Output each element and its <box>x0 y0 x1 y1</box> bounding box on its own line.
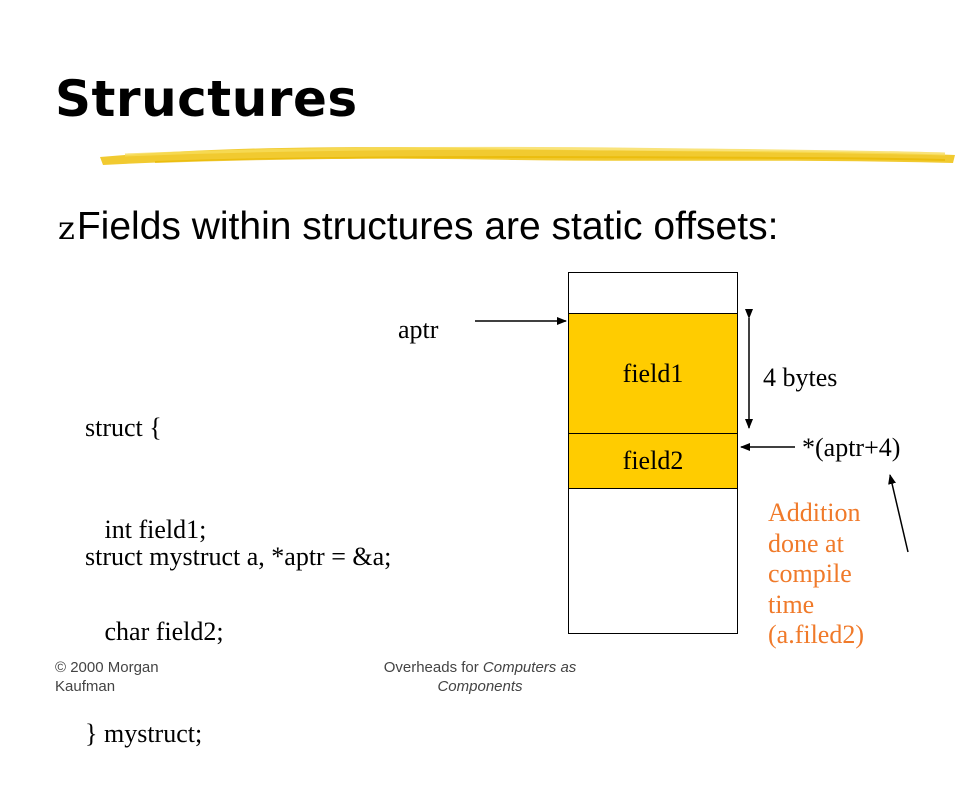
aptr-label: aptr <box>398 315 439 344</box>
footer-prefix: Overheads for <box>383 659 483 676</box>
footer-book-title-2: Components <box>437 678 523 695</box>
footer-source: Overheads for Computers as Components <box>350 658 610 696</box>
field1-cell: field1 <box>568 313 738 435</box>
field2-label: field2 <box>622 446 684 475</box>
declaration-code: struct mystruct a, *aptr = &a; <box>85 542 392 571</box>
code-line: int field1; <box>85 515 207 544</box>
footer-line: © 2000 Morgan <box>55 659 159 676</box>
note-line: (a.filed2) <box>768 620 865 649</box>
diagram-arrows <box>475 309 909 553</box>
slide-title: Structures <box>55 70 358 128</box>
note-line: done at <box>768 528 844 558</box>
footer-copyright: © 2000 Morgan Kaufman <box>55 658 159 696</box>
field1-label: field1 <box>622 359 684 388</box>
code-line: char field2; <box>85 617 224 646</box>
code-line: struct { <box>85 413 162 442</box>
bullet-text: Fields within structures are static offs… <box>76 205 779 248</box>
title-underline-brush <box>100 146 955 165</box>
field2-cell: field2 <box>568 433 738 489</box>
note-line: time <box>768 589 815 619</box>
size-label: 4 bytes <box>763 363 838 392</box>
note-arrow <box>888 474 909 553</box>
note-line: Addition <box>768 498 861 527</box>
footer-line: Kaufman <box>55 678 116 695</box>
compile-time-note: Addition done at compile time (a.filed2) <box>768 498 908 651</box>
note-line: compile <box>768 559 852 588</box>
offset-label: *(aptr+4) <box>802 433 901 462</box>
footer-book-title: Computers as <box>482 659 577 676</box>
code-line: } mystruct; <box>85 719 203 748</box>
bullet-glyph: z <box>58 209 75 247</box>
bullet-item: zFields within structures are static off… <box>58 205 778 249</box>
